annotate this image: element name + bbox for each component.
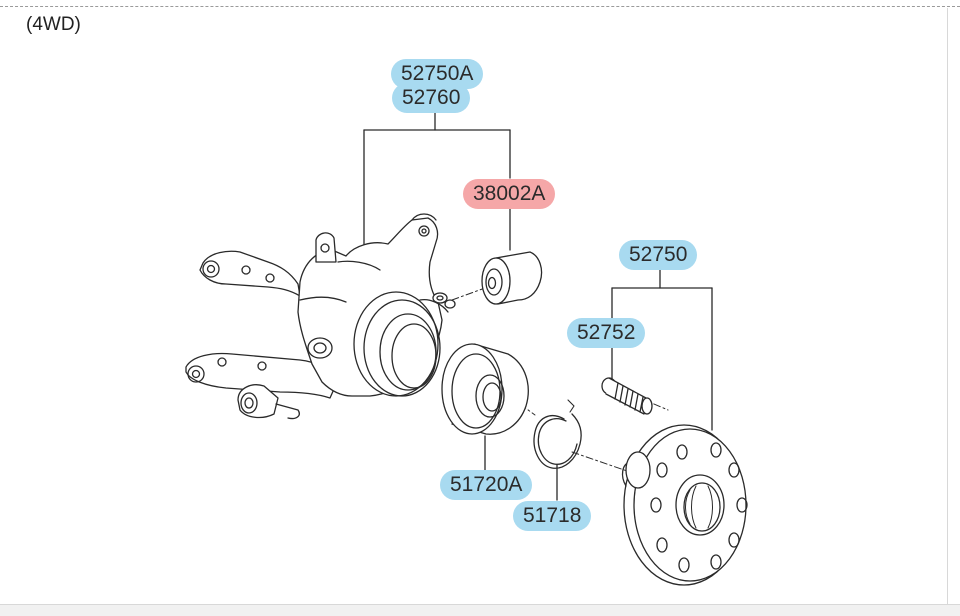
- bushing-38002a: [481, 251, 543, 305]
- bottom-band: [0, 604, 960, 616]
- leader-lines: [363, 112, 713, 501]
- part-tag-51720a[interactable]: 51720A: [440, 470, 533, 500]
- wheel-bearing-51720a: [441, 343, 529, 435]
- top-dashed-separator: [0, 6, 960, 7]
- part-tag-52750[interactable]: 52750: [619, 240, 698, 270]
- wheel-hub-52750: [621, 424, 748, 586]
- drive-type-label: (4WD): [26, 14, 81, 35]
- part-tag-51718[interactable]: 51718: [513, 501, 592, 531]
- part-tag-52760[interactable]: 52760: [392, 83, 471, 113]
- steering-knuckle: [185, 213, 456, 420]
- part-tag-38002a[interactable]: 38002A: [463, 179, 556, 209]
- right-border: [947, 8, 948, 615]
- hub-bolt-52752: [601, 377, 653, 415]
- snap-ring-51718: [533, 399, 582, 469]
- part-tag-52752[interactable]: 52752: [567, 318, 646, 348]
